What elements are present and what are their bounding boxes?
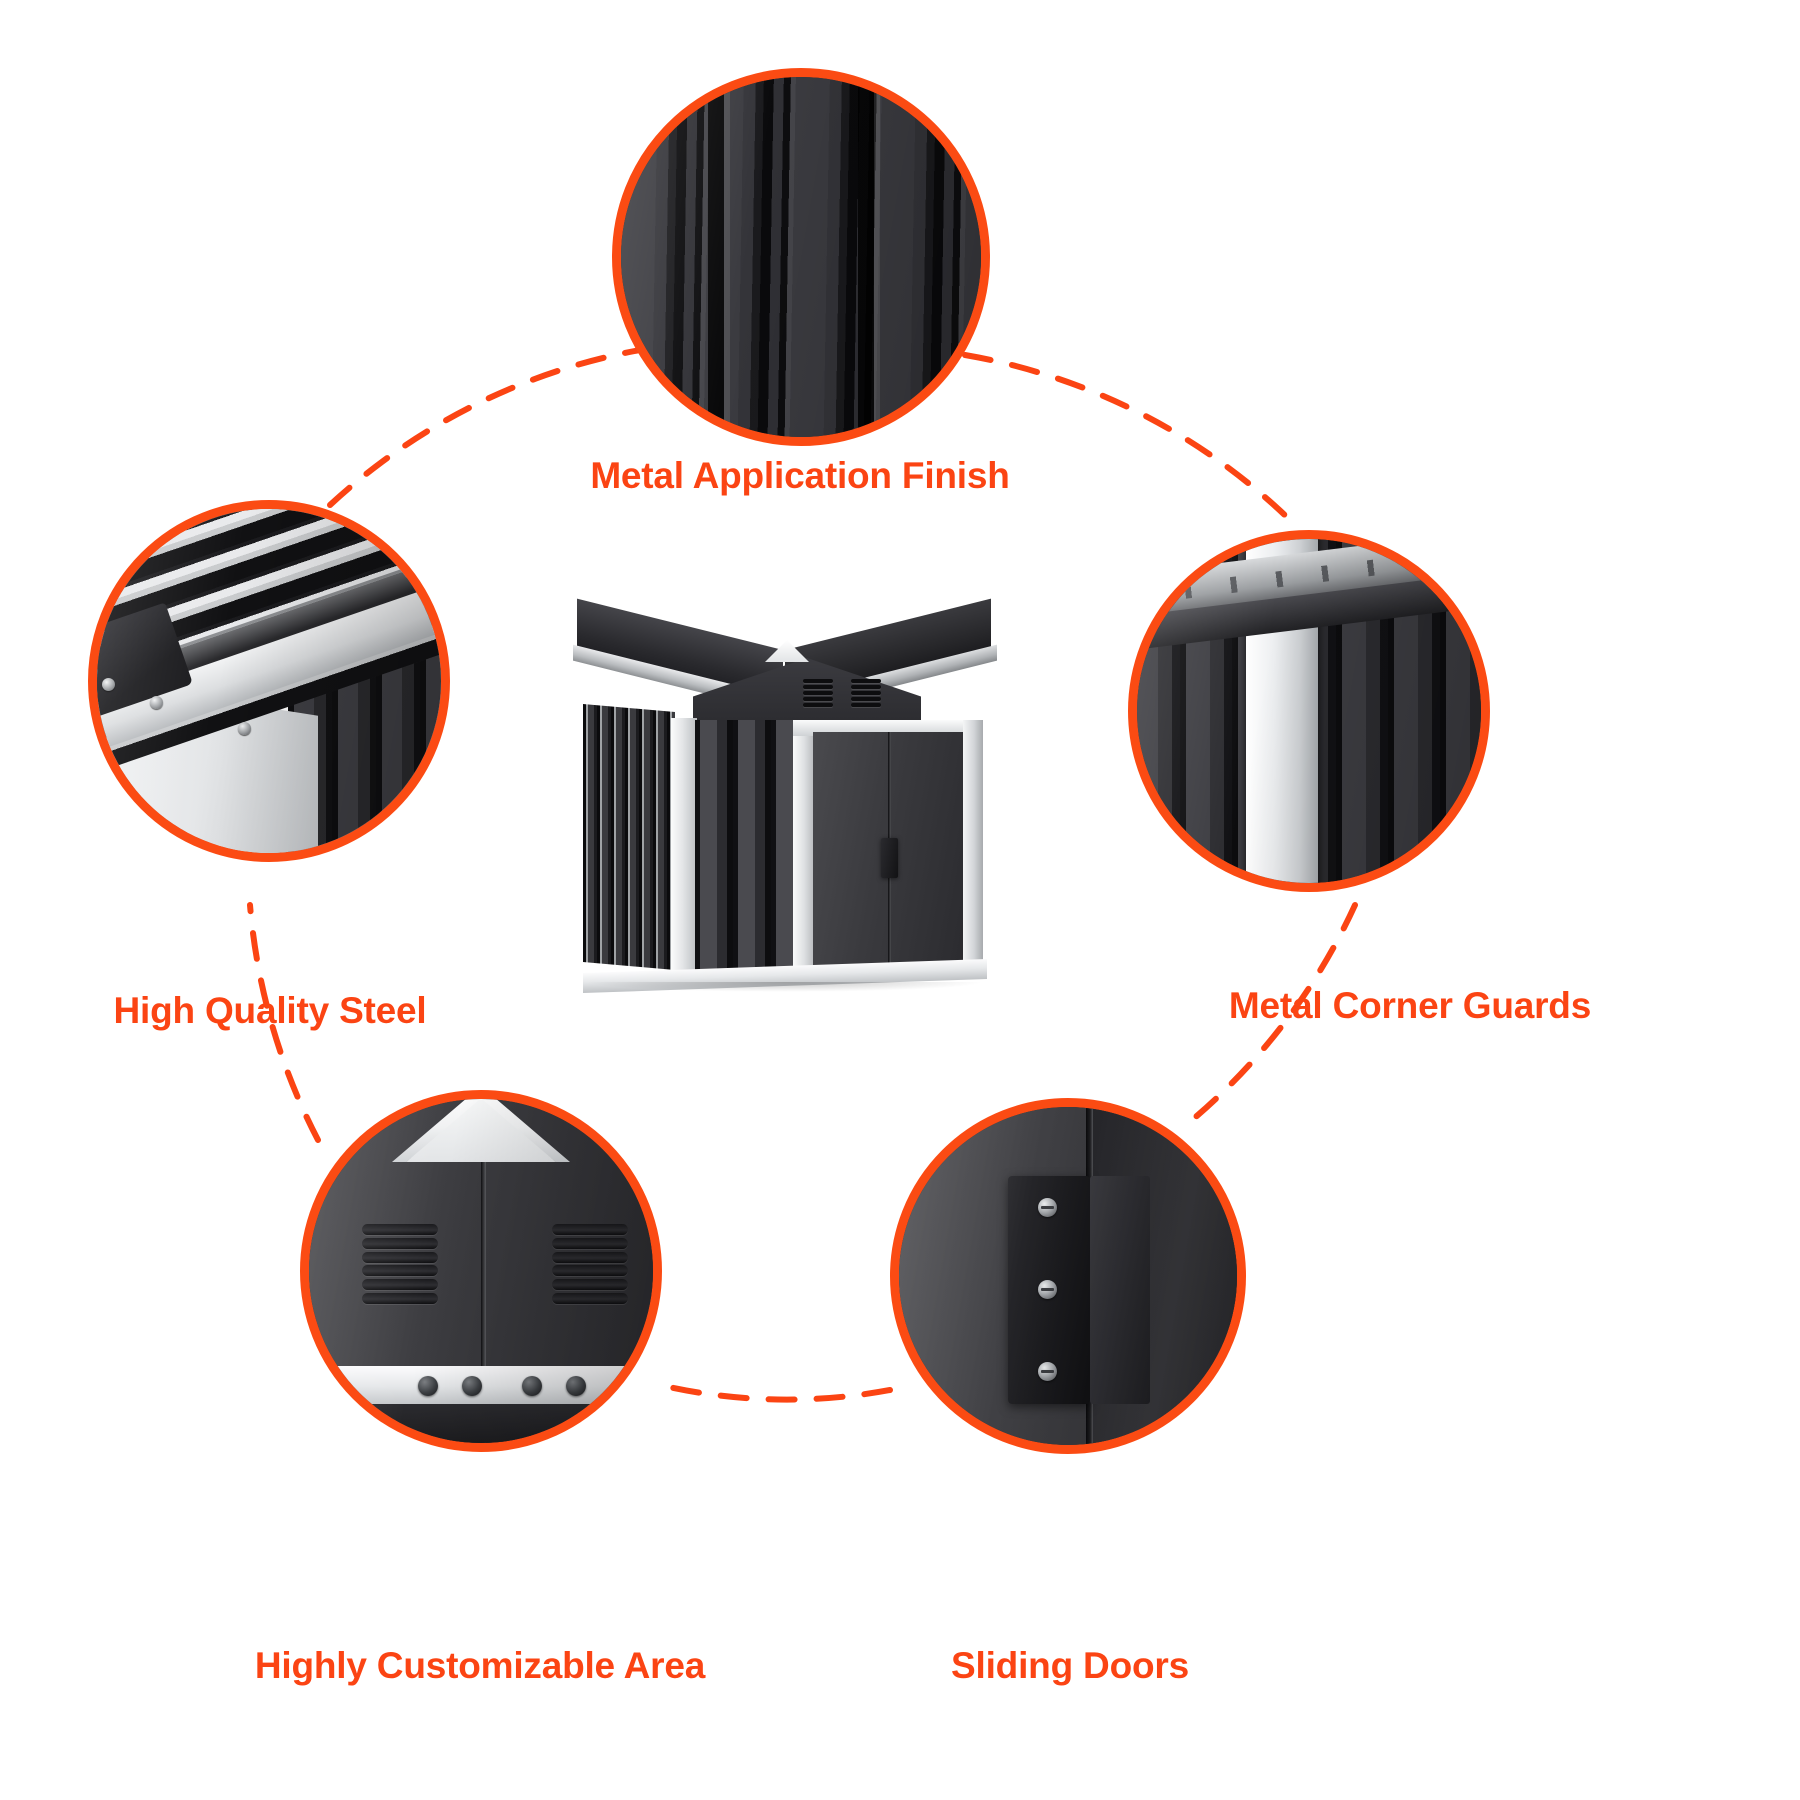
gable-vent-left	[803, 676, 833, 710]
ground-shadow	[585, 982, 985, 992]
side-wall-corrugated	[583, 703, 675, 970]
highly-customizable-area-image	[300, 1090, 662, 1452]
high-quality-steel-image	[88, 500, 450, 862]
feature-label-highly-customizable-area: Highly Customizable Area	[254, 1645, 706, 1686]
feature-label-sliding-doors: Sliding Doors	[951, 1645, 1189, 1686]
feature-label-metal-application-finish: Metal Application Finish	[590, 455, 1010, 496]
metal-application-finish-image	[612, 68, 990, 446]
feature-label-metal-corner-guards: Metal Corner Guards	[1228, 985, 1592, 1026]
corner-post-left	[671, 718, 697, 976]
metal-corner-guards-image	[1128, 530, 1490, 892]
front-wall-corrugated	[695, 720, 795, 976]
door-frame-post	[793, 720, 815, 976]
feature-label-high-quality-steel: High Quality Steel	[113, 990, 427, 1031]
corner-post-right	[963, 720, 983, 976]
center-product-shed	[573, 580, 997, 1005]
door-handle	[881, 838, 898, 878]
sliding-doors-image	[890, 1098, 1246, 1454]
gable-vent-right	[851, 676, 881, 710]
